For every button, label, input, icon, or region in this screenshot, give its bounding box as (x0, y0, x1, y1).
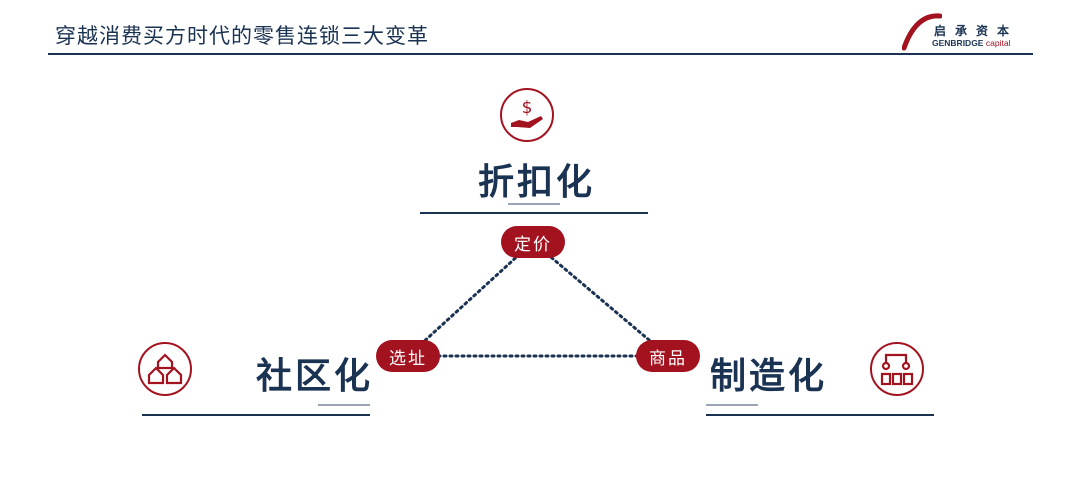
pill-pricing: 定价 (501, 226, 565, 258)
right-rule (706, 414, 934, 416)
header-divider (48, 53, 1033, 55)
page-title: 穿越消费买方时代的零售连锁三大变革 (55, 24, 429, 48)
node-top-label: 折扣化 (478, 161, 596, 203)
brand-logo: 启承资本 GENBRIDGE capital (901, 8, 1032, 52)
pill-product: 商品 (636, 340, 700, 372)
logo-cn-text: 启承资本 (934, 24, 1019, 38)
right-accent-rule (706, 404, 758, 406)
logo-en-text: GENBRIDGE capital (932, 38, 1010, 48)
top-rule (420, 212, 648, 214)
node-right-label: 制造化 (710, 355, 828, 397)
pill-location: 选址 (376, 340, 440, 372)
robot-arm-icon (870, 342, 924, 396)
bridge-arc-icon (901, 13, 943, 51)
left-rule (142, 414, 370, 416)
logo-en-main: GENBRIDGE (932, 38, 984, 48)
houses-icon (138, 342, 192, 396)
connector-right (531, 240, 670, 358)
svg-text:$: $ (522, 98, 533, 118)
left-accent-rule (318, 404, 370, 406)
hand-dollar-icon: $ (500, 88, 554, 142)
top-accent-rule (508, 203, 560, 205)
node-left-label: 社区化 (256, 355, 374, 397)
logo-en-sub: capital (985, 38, 1011, 48)
connector-left (406, 240, 535, 358)
